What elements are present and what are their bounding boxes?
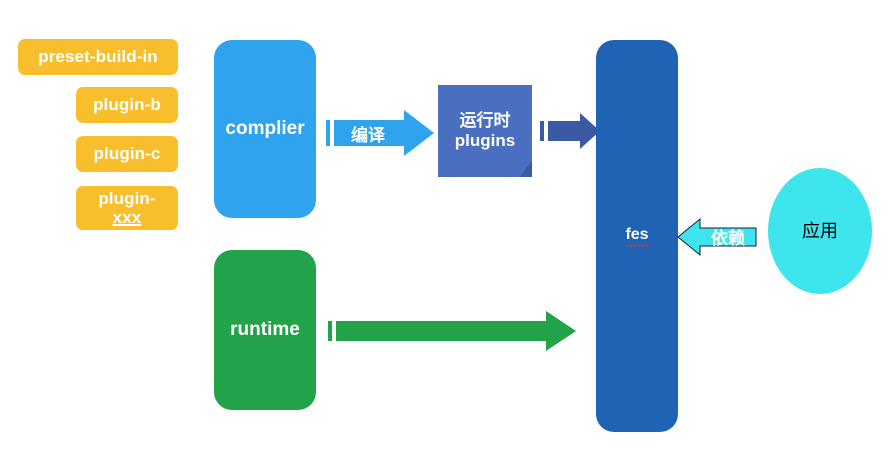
arrow-runtime-to-fes xyxy=(328,308,578,354)
node-app-label: 应用 xyxy=(802,220,838,241)
plugin-chip-preset-build-in[interactable]: preset-build-in xyxy=(18,39,178,75)
node-runtime-label: runtime xyxy=(230,319,300,341)
node-fes[interactable]: fes xyxy=(596,40,678,432)
plugin-chip-label: preset-build-in xyxy=(38,47,158,67)
plugin-chip-plugin-b[interactable]: plugin-b xyxy=(76,87,178,123)
plugin-chip-label: plugin-c xyxy=(93,144,161,164)
node-complier[interactable]: complier xyxy=(214,40,316,218)
plugin-chip-label: plugin- xyxy=(98,188,156,208)
node-complier-label: complier xyxy=(225,118,305,140)
node-runtime-plugins[interactable]: 运行时 plugins xyxy=(438,85,532,177)
plugin-chip-label: plugin-b xyxy=(93,95,161,115)
arrow-compile xyxy=(326,108,436,158)
plugin-chip-label-suffix: xxx xyxy=(112,208,142,227)
node-app[interactable]: 应用 xyxy=(768,168,872,294)
arrow-plugins-to-fes xyxy=(540,112,602,150)
node-runtime[interactable]: runtime xyxy=(214,250,316,410)
node-runtime-plugins-line1: 运行时 xyxy=(459,111,511,131)
arrow-depend xyxy=(676,215,758,259)
plugin-chip-plugin-c[interactable]: plugin-c xyxy=(76,136,178,172)
node-fes-label: fes xyxy=(625,226,649,248)
plugin-chip-plugin-xxx[interactable]: plugin- xxx xyxy=(76,186,178,230)
node-runtime-plugins-line2: plugins xyxy=(454,131,516,150)
